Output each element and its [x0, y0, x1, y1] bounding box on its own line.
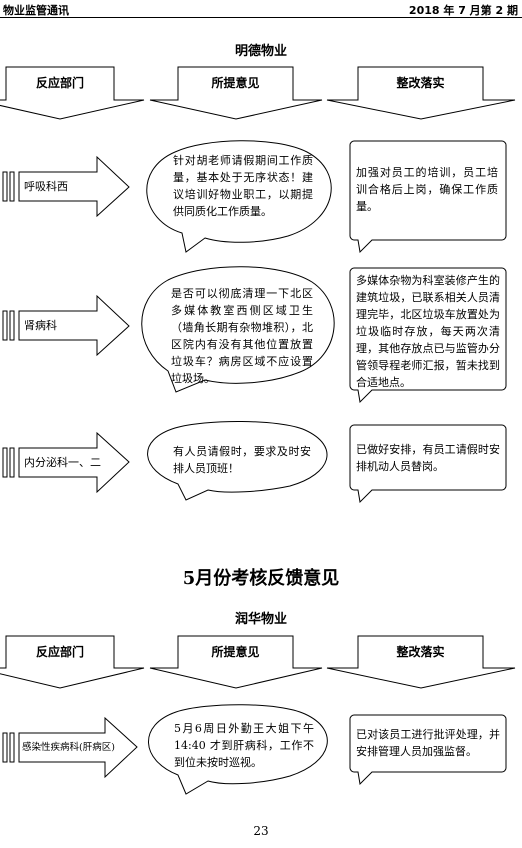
col-header-opinion-2: 所提意见: [211, 645, 260, 659]
action-text-2: 多媒体杂物为科室装修产生的建筑垃圾，已联系相关人员清理完毕，北区垃圾车放置处为垃…: [356, 274, 500, 389]
section1-title: 明德物业: [234, 44, 287, 59]
page-number: 23: [253, 824, 269, 838]
dept-arrow-4: [18, 716, 138, 779]
col-header-dept-2: 反应部门: [35, 645, 84, 659]
bar1: [2, 732, 8, 763]
header-rule: [0, 17, 522, 18]
header-arrow-action: [326, 66, 516, 120]
bar1: [2, 447, 8, 478]
header-arrow-dept-2: [0, 635, 145, 689]
header-arrow-opinion: [149, 66, 323, 120]
dept-label-4: 感染性疾病科(肝病区): [22, 742, 115, 753]
opinion-text-4: 5月6周日外勤王大姐下午14:40 才到肝病科，工作不到位未按时巡视。: [174, 722, 314, 769]
section2-title: 润华物业: [234, 612, 287, 627]
action-text-1: 加强对员工的培训，员工培训合格后上岗，确保工作质量。: [356, 166, 498, 213]
opinion-text-1: 针对胡老师请假期间工作质量，基本处于无序状态！建议培训好物业职工，以期提供同质化…: [173, 154, 313, 218]
dept-label-3: 内分泌科一、二: [24, 456, 101, 469]
feedback-title: 5月份考核反馈意见: [182, 568, 340, 589]
dept-label-2: 肾病科: [24, 319, 57, 332]
journal-name: 物业监管通讯: [3, 4, 69, 17]
bar1: [2, 310, 8, 341]
action-callout-1: [349, 140, 507, 254]
dept-label-1: 呼吸科西: [24, 180, 68, 193]
bar2: [9, 447, 15, 478]
opinion-text-2: 是否可以彻底清理一下北区多媒体教室西侧区域卫生（墙角长期有杂物堆积），北区院内有…: [171, 287, 313, 385]
action-text-3: 已做好安排，有员工请假时安排机动人员替岗。: [356, 443, 500, 473]
opinion-text-3: 有人员请假时，要求及时安排人员顶班！: [173, 445, 311, 475]
header-arrow-dept: [0, 66, 145, 120]
bar2: [9, 310, 15, 341]
opinion-bubble-4: [148, 704, 328, 795]
bar2: [9, 171, 15, 202]
bar2: [9, 732, 15, 763]
dept-arrow-3: [18, 431, 130, 494]
col-header-opinion: 所提意见: [211, 76, 260, 90]
opinion-bubble-1: [146, 140, 332, 253]
opinion-bubble-3: [147, 421, 328, 501]
action-text-4: 已对该员工进行批评处理，并安排管理人员加强监督。: [356, 728, 500, 758]
header-arrow-action-2: [326, 635, 516, 689]
bar1: [2, 171, 8, 202]
col-header-action: 整改落实: [396, 76, 445, 90]
dept-arrow-2: [18, 294, 130, 357]
action-callout-2: [349, 267, 507, 404]
header-arrow-opinion-2: [149, 635, 323, 689]
action-callout-4: [349, 714, 507, 786]
issue-date: 2018 年 7 月第 2 期: [408, 4, 518, 17]
col-header-action-2: 整改落实: [396, 645, 445, 659]
opinion-bubble-2: [141, 266, 335, 393]
dept-arrow-1: [18, 155, 130, 218]
action-callout-3: [349, 424, 507, 504]
col-header-dept: 反应部门: [35, 76, 84, 90]
